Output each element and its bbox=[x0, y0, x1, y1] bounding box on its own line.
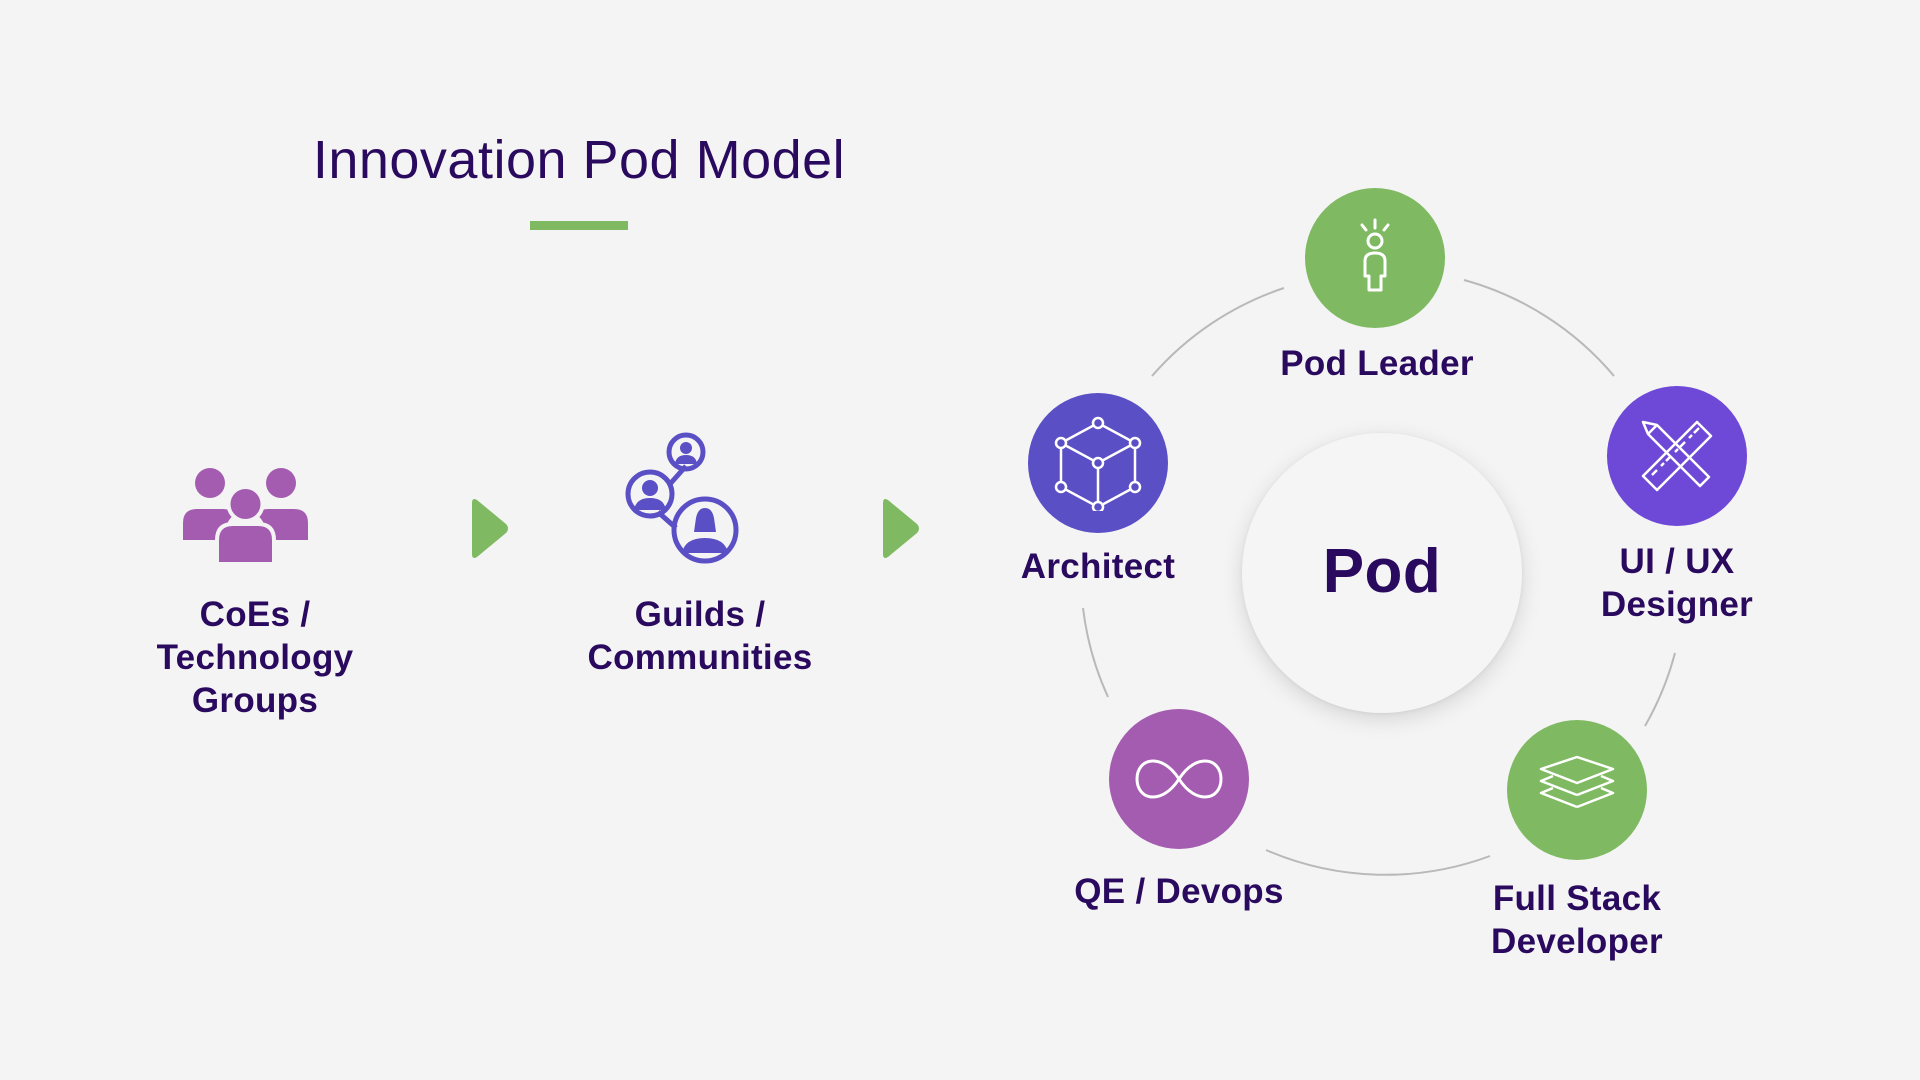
role-qe-devops-label: QE / Devops bbox=[1074, 872, 1284, 911]
role-architect-label: Architect bbox=[1020, 547, 1176, 586]
leader-person-icon bbox=[1360, 218, 1390, 292]
page-title: Innovation Pod Model bbox=[312, 130, 846, 190]
coes-label: CoEs / Technology Groups bbox=[156, 595, 354, 720]
pod-center-label: Pod bbox=[1322, 536, 1442, 606]
pencil-ruler-icon bbox=[1641, 420, 1713, 492]
coes-group bbox=[183, 468, 308, 564]
role-pod-leader-circle bbox=[1305, 188, 1445, 328]
arrow-right-icon bbox=[468, 497, 510, 560]
role-pod-leader-label: Pod Leader bbox=[1280, 344, 1474, 383]
people-group-icon bbox=[183, 468, 308, 564]
role-uiux-circle bbox=[1607, 386, 1747, 526]
pod-center-circle: Pod bbox=[1242, 433, 1522, 713]
infinity-icon bbox=[1135, 759, 1223, 799]
layers-icon bbox=[1539, 755, 1615, 809]
community-network-icon bbox=[625, 432, 739, 564]
cube-icon bbox=[1054, 416, 1142, 511]
role-architect-circle bbox=[1028, 393, 1168, 533]
role-qe-devops-circle bbox=[1109, 709, 1249, 849]
role-uiux-label: UI / UX Designer bbox=[1600, 542, 1754, 624]
guilds-group bbox=[620, 432, 740, 567]
role-fullstack-circle bbox=[1507, 720, 1647, 860]
title-underline bbox=[530, 221, 628, 230]
guilds-label: Guilds / Communities bbox=[587, 595, 813, 677]
role-fullstack-label: Full Stack Developer bbox=[1491, 879, 1663, 961]
arrow-right-icon bbox=[879, 497, 921, 560]
